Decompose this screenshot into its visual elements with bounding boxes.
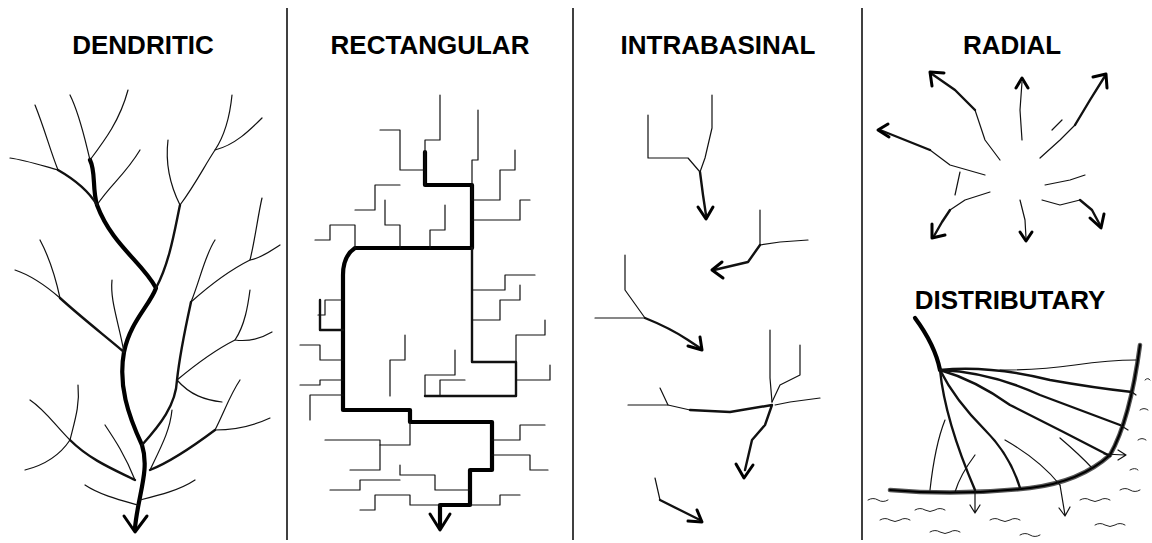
pattern-label: RECTANGULAR	[331, 31, 530, 60]
rectangular-pattern	[300, 95, 550, 530]
radial-pattern	[878, 72, 1107, 241]
distributary-pattern	[868, 318, 1150, 537]
dendritic-pattern	[10, 90, 280, 532]
pattern-label: RADIAL	[963, 31, 1061, 60]
intrabasinal-pattern	[595, 95, 820, 522]
pattern-label: DISTRIBUTARY	[915, 286, 1106, 315]
pattern-label: DENDRITIC	[72, 31, 214, 60]
panel-divider	[287, 8, 862, 540]
pattern-label: INTRABASINAL	[621, 31, 816, 60]
